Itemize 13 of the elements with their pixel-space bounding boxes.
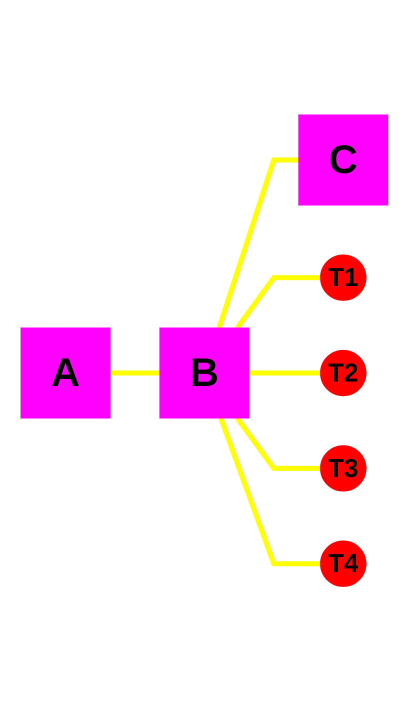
node-circle: T3 xyxy=(320,445,367,492)
node-circle: T2 xyxy=(320,350,367,396)
node-box: A xyxy=(20,327,111,418)
connector xyxy=(110,370,160,376)
connector xyxy=(216,157,299,329)
node-circle: T1 xyxy=(320,254,367,301)
node-box: B xyxy=(160,327,250,418)
node-circle: T4 xyxy=(320,540,367,587)
connector xyxy=(235,274,321,330)
connector xyxy=(235,416,321,471)
node-box: C xyxy=(298,114,388,206)
connector xyxy=(248,370,321,376)
connector xyxy=(218,416,321,566)
